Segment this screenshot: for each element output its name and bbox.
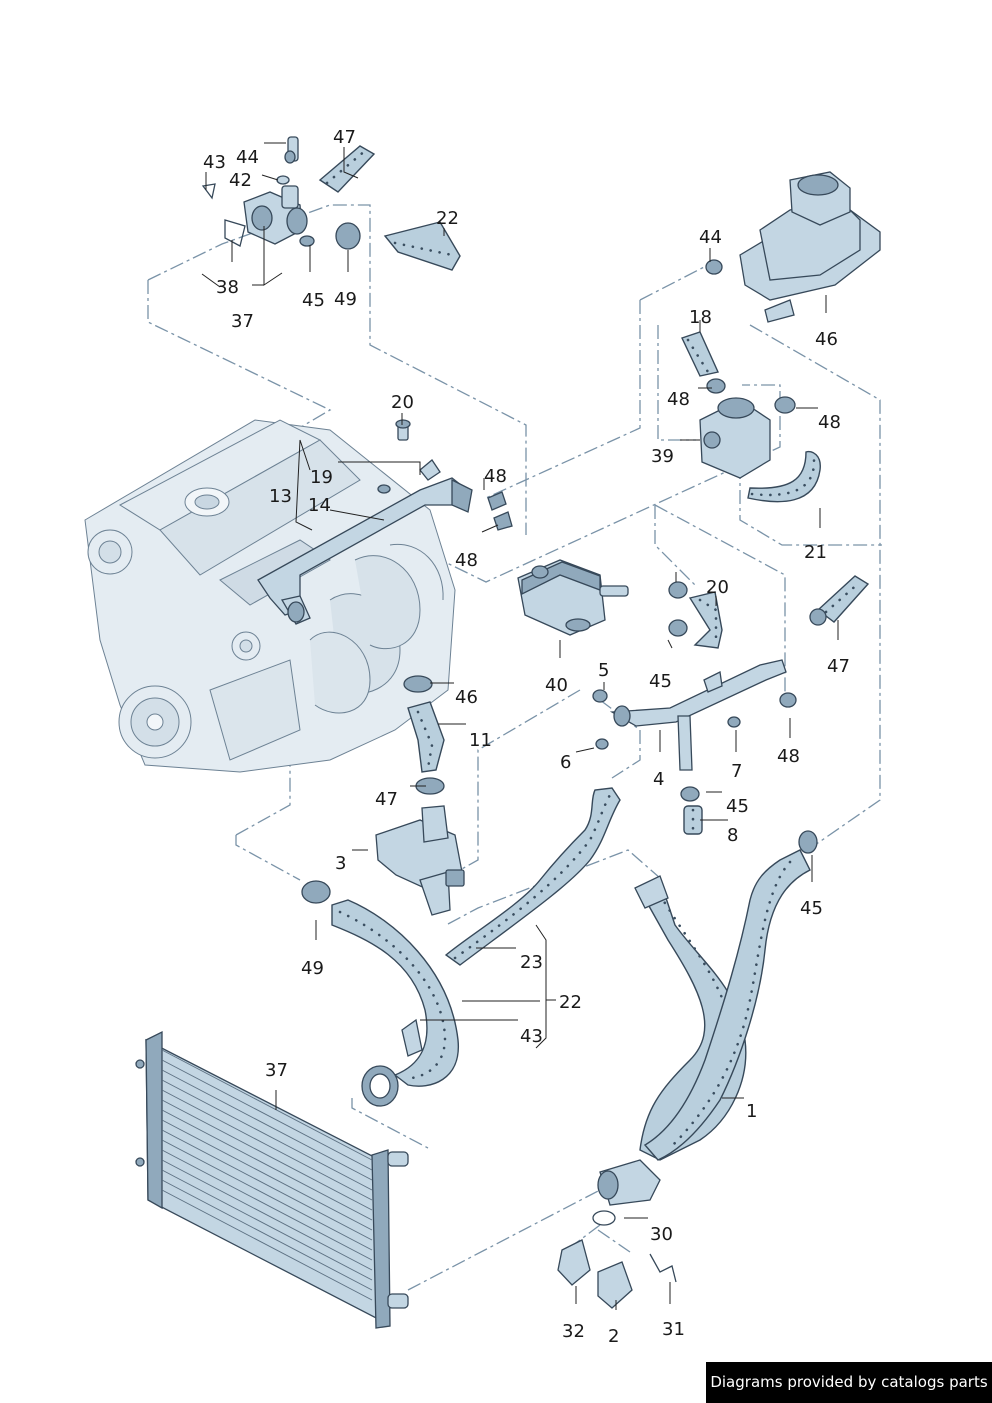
callout-43: 43 xyxy=(520,1026,543,1047)
callout-5: 5 xyxy=(598,660,609,681)
callout-11: 11 xyxy=(469,730,492,751)
callout-42-c: 48 xyxy=(484,466,507,487)
callout-44: 44 xyxy=(699,227,722,248)
callout-48: 48 xyxy=(455,550,478,571)
callout-38: 47 xyxy=(333,127,356,148)
callout-46: 46 xyxy=(455,687,478,708)
assembly-guide-lines xyxy=(147,204,882,1291)
callout-38-b: 47 xyxy=(827,656,850,677)
callout-33: 45 xyxy=(302,290,325,311)
callout-1: 1 xyxy=(746,1101,757,1122)
callout-3: 3 xyxy=(335,853,346,874)
coolant-pipe-assembly xyxy=(257,419,513,625)
callout-40: 40 xyxy=(545,675,568,696)
callout-19: 21 xyxy=(804,542,827,563)
part-callouts: 43 44 42 47 22 38 45 49 37 47 45 44 46 1… xyxy=(203,127,850,1347)
callout-45-b: 45 xyxy=(649,671,672,692)
radiator-hose-22 xyxy=(331,787,621,1107)
callout-21: 22 xyxy=(436,208,459,229)
callout-45-d: 45 xyxy=(800,898,823,919)
leader-lines xyxy=(201,142,839,1310)
radiator-hose-1 xyxy=(557,830,818,1309)
callout-20: 20 xyxy=(706,577,729,598)
callout-47: 47 xyxy=(375,789,398,810)
callout-28: 37 xyxy=(231,311,254,332)
callout-31: 43 xyxy=(203,152,226,173)
callout-16: 20 xyxy=(391,392,414,413)
callout-37-radiator: 37 xyxy=(265,1060,288,1081)
thermostat-housing xyxy=(681,331,821,503)
callout-42-d: 48 xyxy=(777,746,800,767)
callout-32-b: 32 xyxy=(562,1321,585,1342)
credit-banner: Diagrams provided by catalogs parts xyxy=(706,1362,992,1403)
callout-29: 38 xyxy=(216,277,239,298)
callout-42-a: 48 xyxy=(667,389,690,410)
callout-42-b: 48 xyxy=(818,412,841,433)
callout-4: 4 xyxy=(653,769,664,790)
connector-pipe xyxy=(592,575,870,835)
callout-13: 13 xyxy=(269,486,292,507)
callout-32: 44 xyxy=(236,147,259,168)
callout-22: 22 xyxy=(559,992,582,1013)
callout-30: 42 xyxy=(229,170,252,191)
callout-49-b: 49 xyxy=(301,958,324,979)
callout-37-tank: 46 xyxy=(815,329,838,350)
callout-2: 2 xyxy=(608,1326,619,1347)
flange-assembly xyxy=(201,136,461,271)
callout-6: 6 xyxy=(560,752,571,773)
callout-23: 23 xyxy=(520,952,543,973)
callout-49: 49 xyxy=(334,289,357,310)
callout-31-b: 31 xyxy=(662,1319,685,1340)
water-pump xyxy=(301,675,465,916)
oil-cooler xyxy=(517,559,629,636)
radiator xyxy=(135,1030,409,1329)
callout-18: 18 xyxy=(689,307,712,328)
callout-30-b: 30 xyxy=(650,1224,673,1245)
callout-14: 14 xyxy=(308,495,331,516)
callout-45-c: 45 xyxy=(726,796,749,817)
callout-8: 8 xyxy=(727,825,738,846)
expansion-tank xyxy=(705,171,881,323)
callout-39: 39 xyxy=(651,446,674,467)
callout-15: 19 xyxy=(310,467,333,488)
callout-7: 7 xyxy=(731,761,742,782)
